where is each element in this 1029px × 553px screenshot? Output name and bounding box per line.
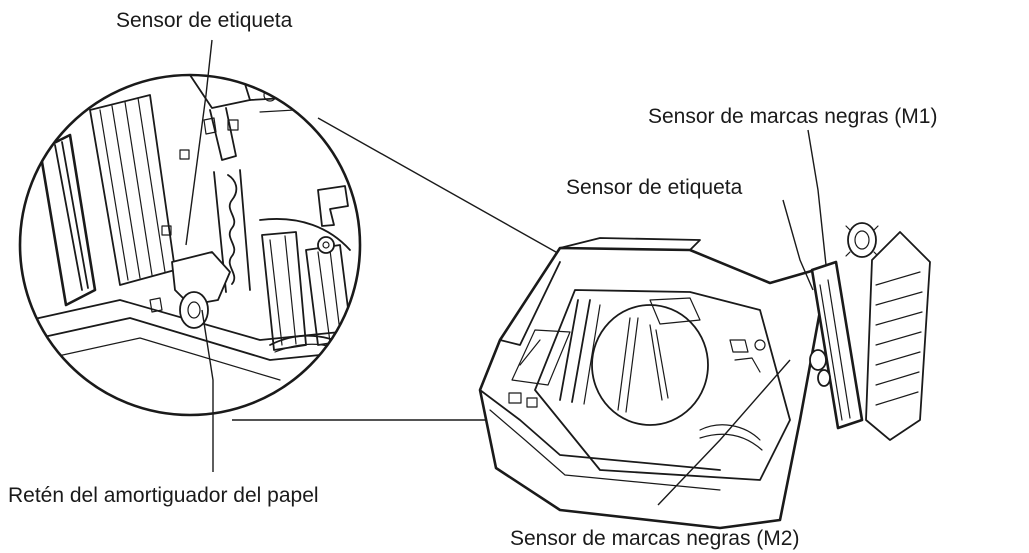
printer-cavity [534,289,791,481]
leader-sensor-top [185,39,213,246]
gear-icon [845,222,879,258]
printer-housing [478,246,824,530]
magnified-detail-circle [20,75,360,415]
printer-drawing [478,222,931,530]
leader-lines [185,39,827,506]
cover-fins [865,231,931,441]
leader-m2 [657,359,791,506]
leader-sensor-right [782,199,814,291]
leader-m1 [807,129,827,266]
detail-zoom-area [591,304,709,426]
label-sensor-top: Sensor de etiqueta [116,9,293,32]
label-m2: Sensor de marcas negras (M2) [510,527,799,550]
label-sensor-right: Sensor de etiqueta [566,176,743,199]
label-reten: Retén del amortiguador del papel [8,484,319,507]
platen-roller [810,260,864,430]
leader-reten [201,309,214,472]
magnified-detail [18,73,362,417]
paper-damper-spring [227,174,238,285]
label-m1: Sensor de marcas negras (M1) [648,105,937,128]
paper-damper-retainer [171,251,231,306]
